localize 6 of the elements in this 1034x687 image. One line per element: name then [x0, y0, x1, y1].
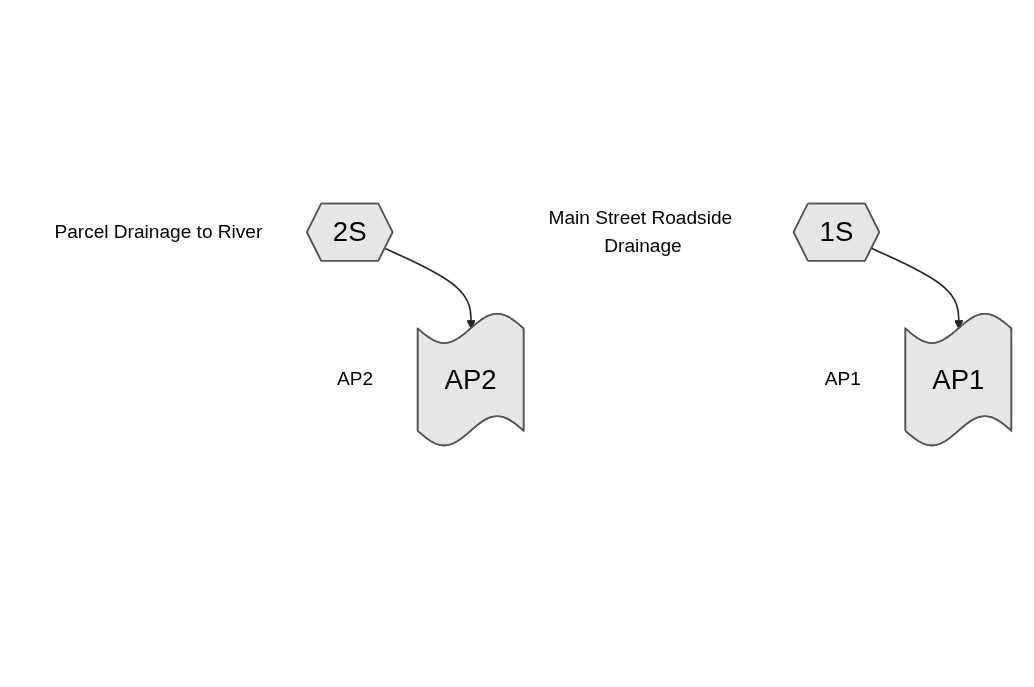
- arrow: [384, 248, 476, 330]
- node-label: Main Street Roadside Drainage: [548, 207, 733, 257]
- node-label: Parcel Drainage to River: [54, 221, 263, 243]
- node-label: AP2: [337, 368, 374, 391]
- arrow: [871, 248, 964, 330]
- node-label: AP1: [824, 368, 861, 391]
